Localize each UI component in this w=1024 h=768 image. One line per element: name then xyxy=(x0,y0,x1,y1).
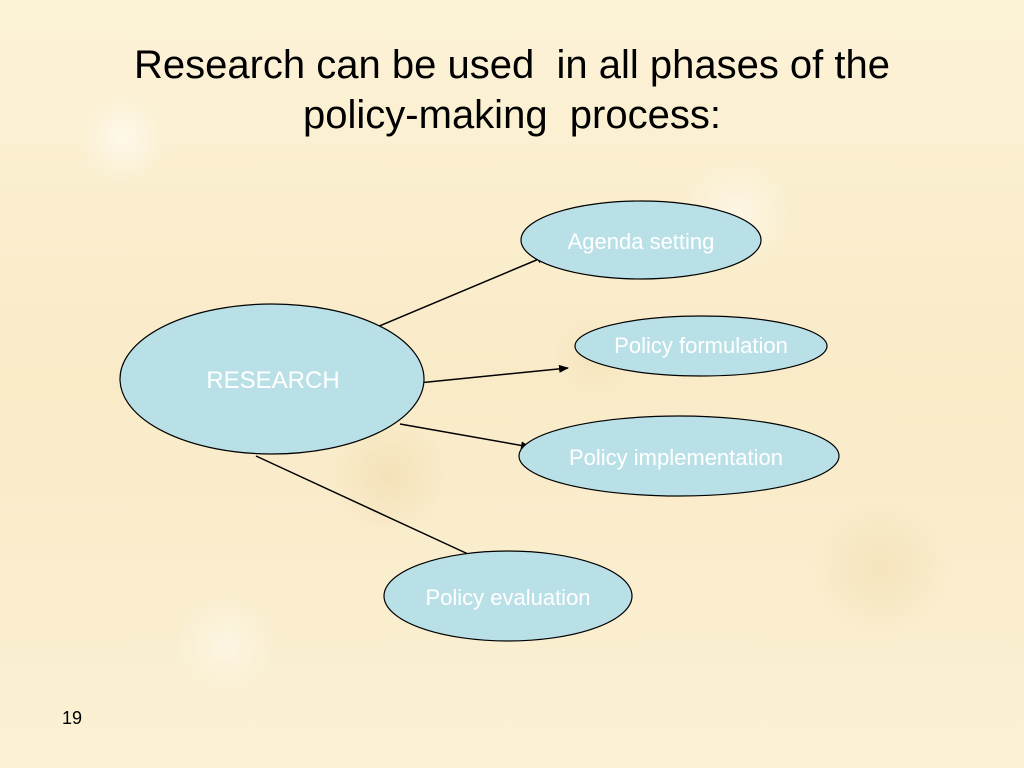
arrow-research-to-policy-implementation xyxy=(399,423,531,450)
research-node-shape xyxy=(119,303,425,455)
phase-node-label: Agenda setting xyxy=(568,229,715,254)
slide-number: 19 xyxy=(62,708,83,728)
phase-node-label: Policy evaluation xyxy=(425,585,590,610)
phase-node-shape xyxy=(383,550,633,642)
slide-title-line-2: policy-making process: xyxy=(303,93,721,137)
phase-node-shape xyxy=(574,315,828,377)
arrow-research-to-policy-evaluation xyxy=(255,455,482,561)
phase-node-policy-implementation: Policy implementation xyxy=(518,415,840,497)
slide-title: Research can be used in all phases of th… xyxy=(40,40,984,140)
phase-node-label: Policy formulation xyxy=(614,333,788,358)
phase-node-agenda-setting: Agenda setting xyxy=(520,200,762,280)
slide-title-line-1: Research can be used in all phases of th… xyxy=(133,43,891,87)
phase-node-shape xyxy=(520,200,762,280)
arrow-research-to-policy-formulation xyxy=(417,364,569,384)
phase-node-label: Policy implementation xyxy=(569,445,783,470)
research-node: RESEARCH xyxy=(119,303,425,455)
arrow-research-to-agenda-setting xyxy=(376,255,547,328)
phase-node-policy-evaluation: Policy evaluation xyxy=(383,550,633,642)
research-node-label: RESEARCH xyxy=(206,367,339,394)
phase-node-policy-formulation: Policy formulation xyxy=(574,315,828,377)
phase-node-shape xyxy=(518,415,840,497)
